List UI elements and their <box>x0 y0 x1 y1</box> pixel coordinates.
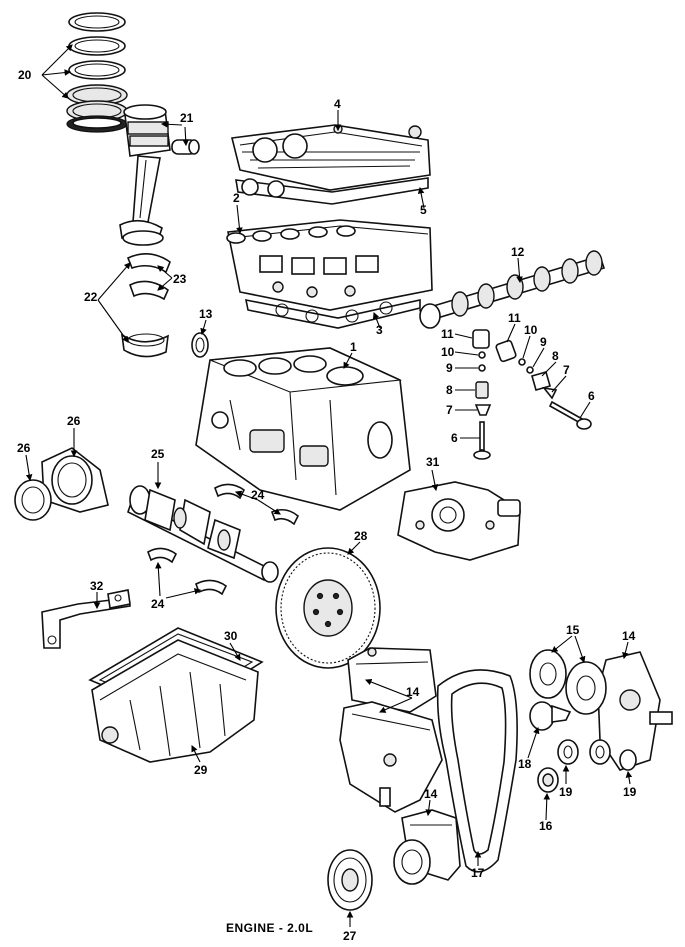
callout-28: 28 <box>354 529 368 543</box>
callout-21: 21 <box>180 111 194 125</box>
callout-25: 25 <box>151 447 165 461</box>
callout-29: 29 <box>194 763 208 777</box>
callout-24-lower: 24 <box>151 597 165 611</box>
callout-13: 13 <box>199 307 213 321</box>
diagram-caption: ENGINE - 2.0L <box>226 921 313 935</box>
valve-train-left <box>472 329 492 460</box>
rear-seal-retainer <box>41 447 109 513</box>
idler-pulley-middle <box>589 739 611 765</box>
crank-sprocket <box>537 767 559 793</box>
callout-24-upper: 24 <box>251 488 265 502</box>
callout-19-right: 19 <box>623 785 637 799</box>
crankshaft <box>127 485 279 583</box>
cylinder-head <box>226 219 433 311</box>
callout-26-left: 26 <box>17 441 31 455</box>
flywheel <box>275 547 381 669</box>
callout-labels: 20 21 4 2 5 12 22 23 3 13 11 10 9 8 7 6 … <box>17 68 637 943</box>
callout-3: 3 <box>376 323 383 337</box>
callout-5: 5 <box>420 203 427 217</box>
connecting-rod-bearings <box>120 253 171 358</box>
callout-10-left: 10 <box>441 345 455 359</box>
callout-32: 32 <box>90 579 104 593</box>
callout-6-left: 6 <box>451 431 458 445</box>
callout-12: 12 <box>511 245 525 259</box>
oil-pump <box>397 481 521 561</box>
callout-8-right: 8 <box>552 349 559 363</box>
callout-31: 31 <box>426 455 440 469</box>
valve-cover-gasket <box>235 177 429 205</box>
valve-train-right <box>495 339 592 430</box>
callout-14-middle: 14 <box>406 685 420 699</box>
main-bearings <box>147 483 299 596</box>
crankshaft-pulley <box>327 839 431 911</box>
leader-lines <box>25 44 633 927</box>
cam-pulleys <box>529 649 607 715</box>
callout-11-left: 11 <box>441 327 454 341</box>
callout-15: 15 <box>566 623 580 637</box>
callout-27: 27 <box>343 929 357 943</box>
camshaft <box>418 250 606 329</box>
head-gasket <box>244 298 421 329</box>
idler-pulley-left <box>557 739 579 765</box>
callout-7-left: 7 <box>446 403 453 417</box>
callout-14-right: 14 <box>622 629 636 643</box>
callout-1: 1 <box>350 340 357 354</box>
timing-belt <box>436 669 518 873</box>
front-seal <box>191 332 209 358</box>
callout-11-right: 11 <box>508 311 521 325</box>
upper-timing-cover <box>347 647 437 713</box>
callout-16: 16 <box>539 819 553 833</box>
callout-22: 22 <box>84 290 98 304</box>
callout-10-right: 10 <box>524 323 538 337</box>
callout-23: 23 <box>173 272 187 286</box>
callout-8-left: 8 <box>446 383 453 397</box>
idler-pulley-right <box>619 749 637 771</box>
callout-14-bottom: 14 <box>424 787 438 801</box>
callout-30: 30 <box>224 629 238 643</box>
callout-2: 2 <box>233 191 240 205</box>
callout-20: 20 <box>18 68 32 82</box>
callout-26-top: 26 <box>67 414 81 428</box>
callout-18: 18 <box>518 757 532 771</box>
piston-and-connecting-rod <box>119 104 200 246</box>
callout-17: 17 <box>471 866 485 880</box>
callout-9-left: 9 <box>446 361 453 375</box>
middle-timing-cover <box>339 701 443 813</box>
engine-block <box>195 347 411 511</box>
piston-rings <box>66 12 128 133</box>
callout-4: 4 <box>334 97 341 111</box>
callout-19-left: 19 <box>559 785 573 799</box>
belt-tensioner <box>529 701 572 731</box>
callout-9-right: 9 <box>540 335 547 349</box>
valve-cover <box>231 124 431 191</box>
callout-7-right: 7 <box>563 363 570 377</box>
rear-main-seal <box>14 479 52 521</box>
oil-pan <box>91 639 259 763</box>
callout-6-right: 6 <box>588 389 595 403</box>
bracket <box>41 589 131 649</box>
